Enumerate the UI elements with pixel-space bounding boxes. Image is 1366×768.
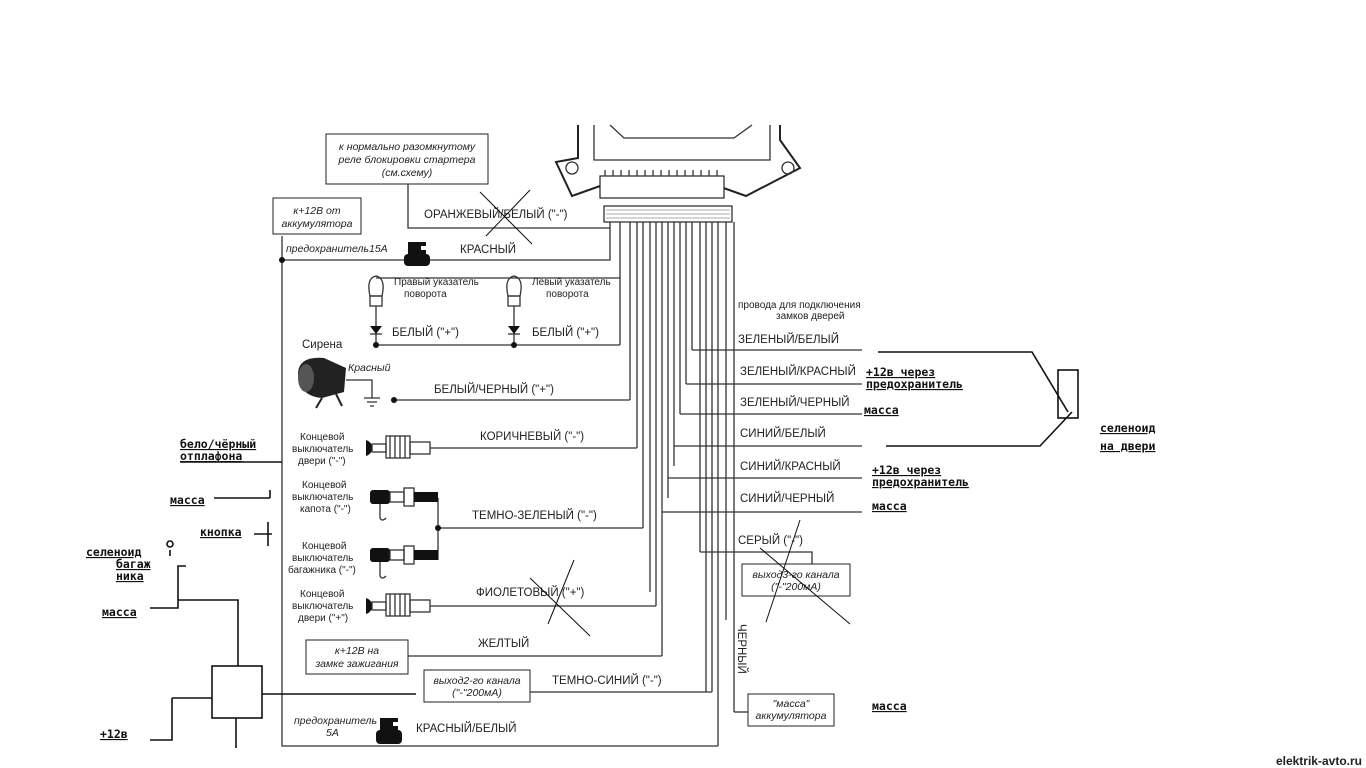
wire-blue-black: СИНИЙ/ЧЕРНЫЙ: [740, 492, 834, 505]
wire-red-white: КРАСНЫЙ/БЕЛЫЙ: [416, 722, 516, 735]
wire-red: КРАСНЫЙ: [460, 243, 516, 256]
hw-courtesy-1: бело/чёрный: [180, 437, 256, 451]
hw-solenoid-door-1: селеноид: [1100, 421, 1155, 435]
hood-switch-2: выключатель: [292, 492, 353, 503]
battery-plus-line-2: аккумулятора: [282, 218, 353, 230]
ignition-plus-line-1: к+12В на: [335, 645, 379, 657]
starter-relay-line-2: реле блокировки стартера: [338, 154, 476, 166]
siren-wire-label: Красный: [348, 362, 391, 374]
hw-trunk-solenoid-2: багаж: [116, 557, 151, 571]
hw-left-ground: масса: [170, 493, 205, 507]
hw-trunk-solenoid-3: ника: [116, 569, 144, 583]
starter-relay-line-1: к нормально разомкнутому: [339, 141, 476, 153]
hw-plus12-fuse-1b: предохранитель: [866, 377, 963, 391]
wire-violet: ФИОЛЕТОВЫЙ ("+"): [476, 586, 585, 599]
hw-plus12-fuse-2b: предохранитель: [872, 475, 969, 489]
door-switch-plus: Концевой выключатель двери ("+"): [292, 589, 431, 624]
ignition-plus-box: к+12В на замке зажигания: [305, 639, 409, 675]
wire-blue-red: СИНИЙ/КРАСНЫЙ: [740, 460, 841, 473]
wire-grey: СЕРЫЙ ("-"): [738, 534, 803, 547]
right-turn-label-2: поворота: [404, 289, 447, 300]
cross-marks: [479, 189, 851, 637]
ignition-plus-line-2: замке зажигания: [314, 658, 399, 670]
siren-label: Сирена: [302, 339, 343, 351]
door-locks-note-1: провода для подключения: [738, 300, 861, 311]
channel3-line-1: выход3-го канала: [752, 569, 839, 581]
starter-relay-box: к нормально разомкнутому реле блокировки…: [325, 133, 489, 185]
starter-relay-line-3: (см.схему): [382, 167, 433, 179]
wire-dark-green: ТЕМНО-ЗЕЛЕНЫЙ ("-"): [472, 509, 597, 522]
door-switch-plus-3: двери ("+"): [298, 613, 348, 624]
hood-switch: Концевой выключатель капота ("-"): [292, 480, 438, 521]
trunk-switch-2: выключатель: [292, 553, 353, 564]
wire-white-2: БЕЛЫЙ ("+"): [532, 326, 599, 339]
hw-plus12-fuse-1a: +12в через: [866, 365, 935, 379]
battery-plus-box: к+12В от аккумулятора: [272, 197, 362, 235]
hw-plus12-fuse-2a: +12в через: [872, 463, 941, 477]
door-locks-note-2: замков дверей: [776, 311, 844, 322]
fuse-5a: предохранитель 5А: [294, 715, 402, 744]
wire-dark-blue: ТЕМНО-СИНИЙ ("-"): [552, 674, 662, 687]
handwritten-right: +12в через предохранитель масса селеноид…: [864, 351, 1155, 713]
right-turn-label-1: Правый указатель: [394, 277, 479, 288]
hw-ground-3: масса: [872, 699, 907, 713]
left-turn-label-1: Левый указатель: [532, 277, 611, 288]
hood-switch-3: капота ("-"): [300, 504, 351, 515]
channel3-box: выход3-го канала ("-"200мА): [741, 563, 851, 597]
hood-switch-1: Концевой: [302, 480, 346, 491]
hw-solenoid-door-2: на двери: [1100, 439, 1155, 453]
ground-battery-line-1: "масса": [773, 698, 811, 710]
door-switch-minus-2: выключатель: [292, 444, 353, 455]
harness-wires: [281, 165, 862, 747]
siren: Сирена Красный: [298, 339, 397, 409]
wire-green-red: ЗЕЛЕНЫЙ/КРАСНЫЙ: [740, 365, 856, 378]
hw-courtesy-2: отплафона: [180, 449, 242, 463]
fuse-15a: предохранитель15А: [286, 242, 430, 266]
hw-button: кнопка: [200, 525, 242, 539]
wire-white-1: БЕЛЫЙ ("+"): [392, 326, 459, 339]
wire-green-black: ЗЕЛЕНЫЙ/ЧЕРНЫЙ: [740, 396, 850, 409]
trunk-switch-1: Концевой: [302, 541, 346, 552]
fuse15-label: предохранитель15А: [286, 243, 388, 255]
hw-plus12: +12в: [100, 727, 128, 741]
wire-blue-white: СИНИЙ/БЕЛЫЙ: [740, 427, 826, 440]
wire-orange-white: ОРАНЖЕВЫЙ/БЕЛЫЙ ("-"): [424, 208, 568, 221]
hw-trunk-solenoid-1: селеноид: [86, 545, 141, 559]
wire-green-white: ЗЕЛЕНЫЙ/БЕЛЫЙ: [738, 333, 839, 346]
alarm-control-unit: [554, 124, 802, 223]
fuse5-label-1: предохранитель: [294, 715, 377, 727]
left-turn-label-2: поворота: [546, 289, 589, 300]
hw-ground-2: масса: [872, 499, 907, 513]
trunk-switch: Концевой выключатель багажника ("-"): [288, 541, 438, 579]
channel2-line-2: ("-"200мА): [452, 687, 502, 699]
channel3-line-2: ("-"200мА): [771, 581, 821, 593]
ground-battery-box: "масса" аккумулятора: [747, 693, 835, 727]
trunk-switch-3: багажника ("-"): [288, 564, 356, 576]
wire-yellow: ЖЕЛТЫЙ: [478, 637, 529, 650]
ground-battery-line-2: аккумулятора: [756, 710, 827, 722]
left-turn-lamp: Левый указатель поворота: [506, 275, 611, 348]
channel2-box: выход2-го канала ("-"200мА): [423, 669, 531, 703]
wire-brown: КОРИЧНЕВЫЙ ("-"): [480, 430, 584, 443]
wire-black-vertical: ЧЕРНЫЙ: [735, 624, 748, 674]
fuse5-label-2: 5А: [326, 727, 339, 739]
wire-labels: ОРАНЖЕВЫЙ/БЕЛЫЙ ("-") КРАСНЫЙ БЕЛЫЙ ("+"…: [392, 208, 861, 735]
hw-ground-1: масса: [864, 403, 899, 417]
door-switch-plus-1: Концевой: [300, 589, 344, 600]
hw-left-ground-2: масса: [102, 605, 137, 619]
door-switch-minus-3: двери ("-"): [298, 456, 346, 467]
channel2-line-1: выход2-го канала: [433, 675, 520, 687]
door-switch-plus-2: выключатель: [292, 601, 353, 612]
door-switch-minus-1: Концевой: [300, 432, 344, 443]
battery-plus-line-1: к+12В от: [293, 205, 341, 217]
right-turn-lamp: Правый указатель поворота: [368, 275, 479, 348]
wire-white-black: БЕЛЫЙ/ЧЕРНЫЙ ("+"): [434, 383, 554, 396]
door-switch-minus: Концевой выключатель двери ("-"): [292, 432, 431, 467]
handwritten-left: бело/чёрный отплафона масса кнопка селен…: [86, 437, 416, 748]
watermark: elektrik-avto.ru: [1276, 754, 1362, 768]
